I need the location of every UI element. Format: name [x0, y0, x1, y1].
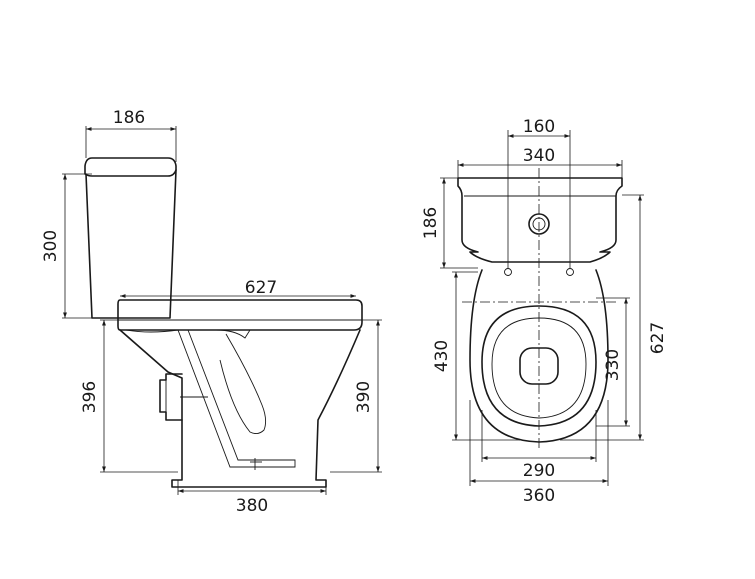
side-view: 186 300 627 396 390 380 [41, 108, 382, 516]
dim-top-bowl-width: 360 [523, 486, 555, 506]
bolt-right-icon [566, 268, 574, 276]
side-tank-body [85, 169, 177, 319]
dim-top-tank-depth: 186 [421, 207, 441, 239]
top-tank-outline [457, 177, 623, 263]
side-seat-outline [117, 299, 363, 331]
dim-side-tank-height: 300 [41, 230, 61, 262]
side-bowl-body [119, 329, 361, 488]
side-inner-bowl [219, 333, 267, 435]
side-outlet-pipe [159, 373, 183, 421]
bolt-left-icon [504, 268, 512, 276]
dim-side-front-height: 396 [80, 381, 100, 413]
dim-side-tank-width: 186 [113, 108, 145, 128]
top-view: 160 340 186 430 330 627 290 [421, 117, 668, 506]
dim-top-tank-width: 340 [523, 146, 555, 166]
dim-top-opening-width: 290 [523, 461, 555, 481]
dim-side-total-length: 627 [245, 278, 277, 298]
dim-side-rear-height: 390 [354, 381, 374, 413]
side-tank-outline [84, 157, 177, 177]
dim-top-total-length: 627 [648, 322, 668, 354]
dim-side-base-width: 380 [236, 496, 268, 516]
top-seat-inner [491, 317, 587, 419]
dim-top-bowl-length: 430 [432, 340, 452, 372]
dim-top-opening-length: 330 [603, 349, 623, 381]
side-siphon-trap [125, 329, 296, 468]
dim-top-bolt-spacing: 160 [523, 117, 555, 137]
